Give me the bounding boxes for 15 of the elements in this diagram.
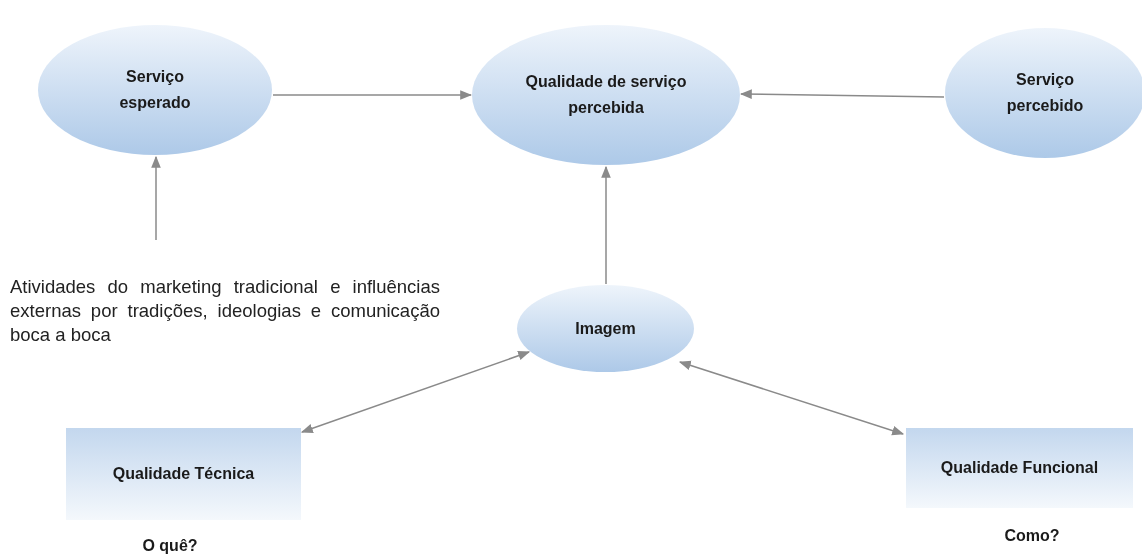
- node-caption: Como?: [1004, 527, 1060, 545]
- arrow: [300, 351, 531, 433]
- node-label: Imagem: [574, 318, 637, 339]
- node-label: Qualidade Funcional: [939, 458, 1100, 479]
- annotation-text: Atividades do marketing tradicional e influências externas por tradições, ideologias e comunicação boca a boca: [10, 274, 440, 347]
- node-caption: O quê?: [142, 537, 198, 555]
- arrow: [739, 89, 945, 99]
- arrow: [678, 360, 905, 436]
- arrow: [601, 165, 611, 285]
- arrow: [151, 155, 161, 241]
- node-label: Qualidade Técnica: [111, 464, 256, 485]
- node-label: Serviço esperado: [118, 67, 192, 113]
- arrow: [272, 90, 473, 100]
- node-label: Serviço percebido: [1005, 70, 1085, 116]
- node-label: Qualidade de serviço percebida: [524, 72, 688, 118]
